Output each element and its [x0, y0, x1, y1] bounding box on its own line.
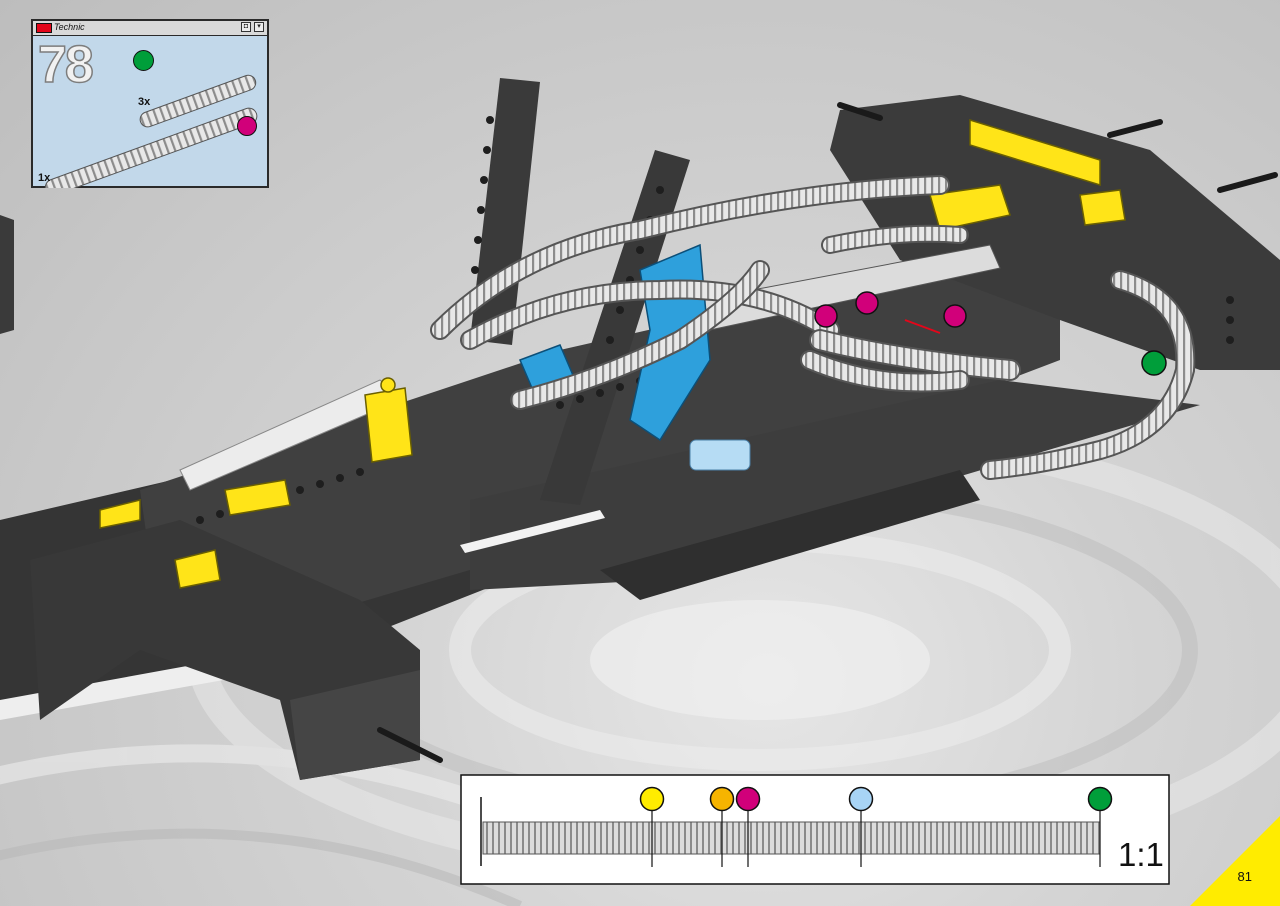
ruler-marker-dot [709, 786, 735, 812]
step-number: 78 [37, 35, 94, 95]
ruler-marker-dot [1087, 786, 1113, 812]
part-marker-green [133, 50, 154, 71]
callout-marker [814, 304, 838, 328]
ruler-marker-dot [639, 786, 665, 812]
callout-marker [943, 304, 967, 328]
ruler-marker-dot [848, 786, 874, 812]
part-ribbed-hose-long [44, 107, 258, 188]
page-corner [1190, 816, 1280, 906]
ruler-tube [482, 821, 1101, 855]
scale-ratio-label: 1:1 [1118, 836, 1164, 873]
step-window-title: Technic [54, 22, 85, 32]
step-window-titlebar: Technic ◘ ▾ [33, 21, 267, 36]
part-marker-magenta [237, 116, 257, 136]
part-ribbed-hose-short [139, 74, 257, 128]
callout-marker [855, 291, 879, 315]
page-number: 81 [1237, 869, 1252, 884]
callout-marker [1141, 350, 1167, 376]
red-arrow [904, 319, 941, 334]
close-icon: ▾ [254, 22, 264, 32]
ruler-marker-dot [735, 786, 761, 812]
minimize-icon: ◘ [241, 22, 251, 32]
step-window: Technic ◘ ▾ 78 3x 1x [31, 19, 269, 188]
ribbed-hoses [430, 175, 1196, 480]
model-callout-markers [814, 291, 1167, 376]
part-qty-3x: 3x [138, 96, 151, 108]
parts-list [44, 74, 258, 188]
yellow-parts [99, 118, 1126, 589]
axles [377, 102, 1278, 763]
brand-logo [36, 23, 52, 33]
part-qty-1x: 1x [38, 172, 51, 184]
scale-ruler [460, 774, 1170, 885]
